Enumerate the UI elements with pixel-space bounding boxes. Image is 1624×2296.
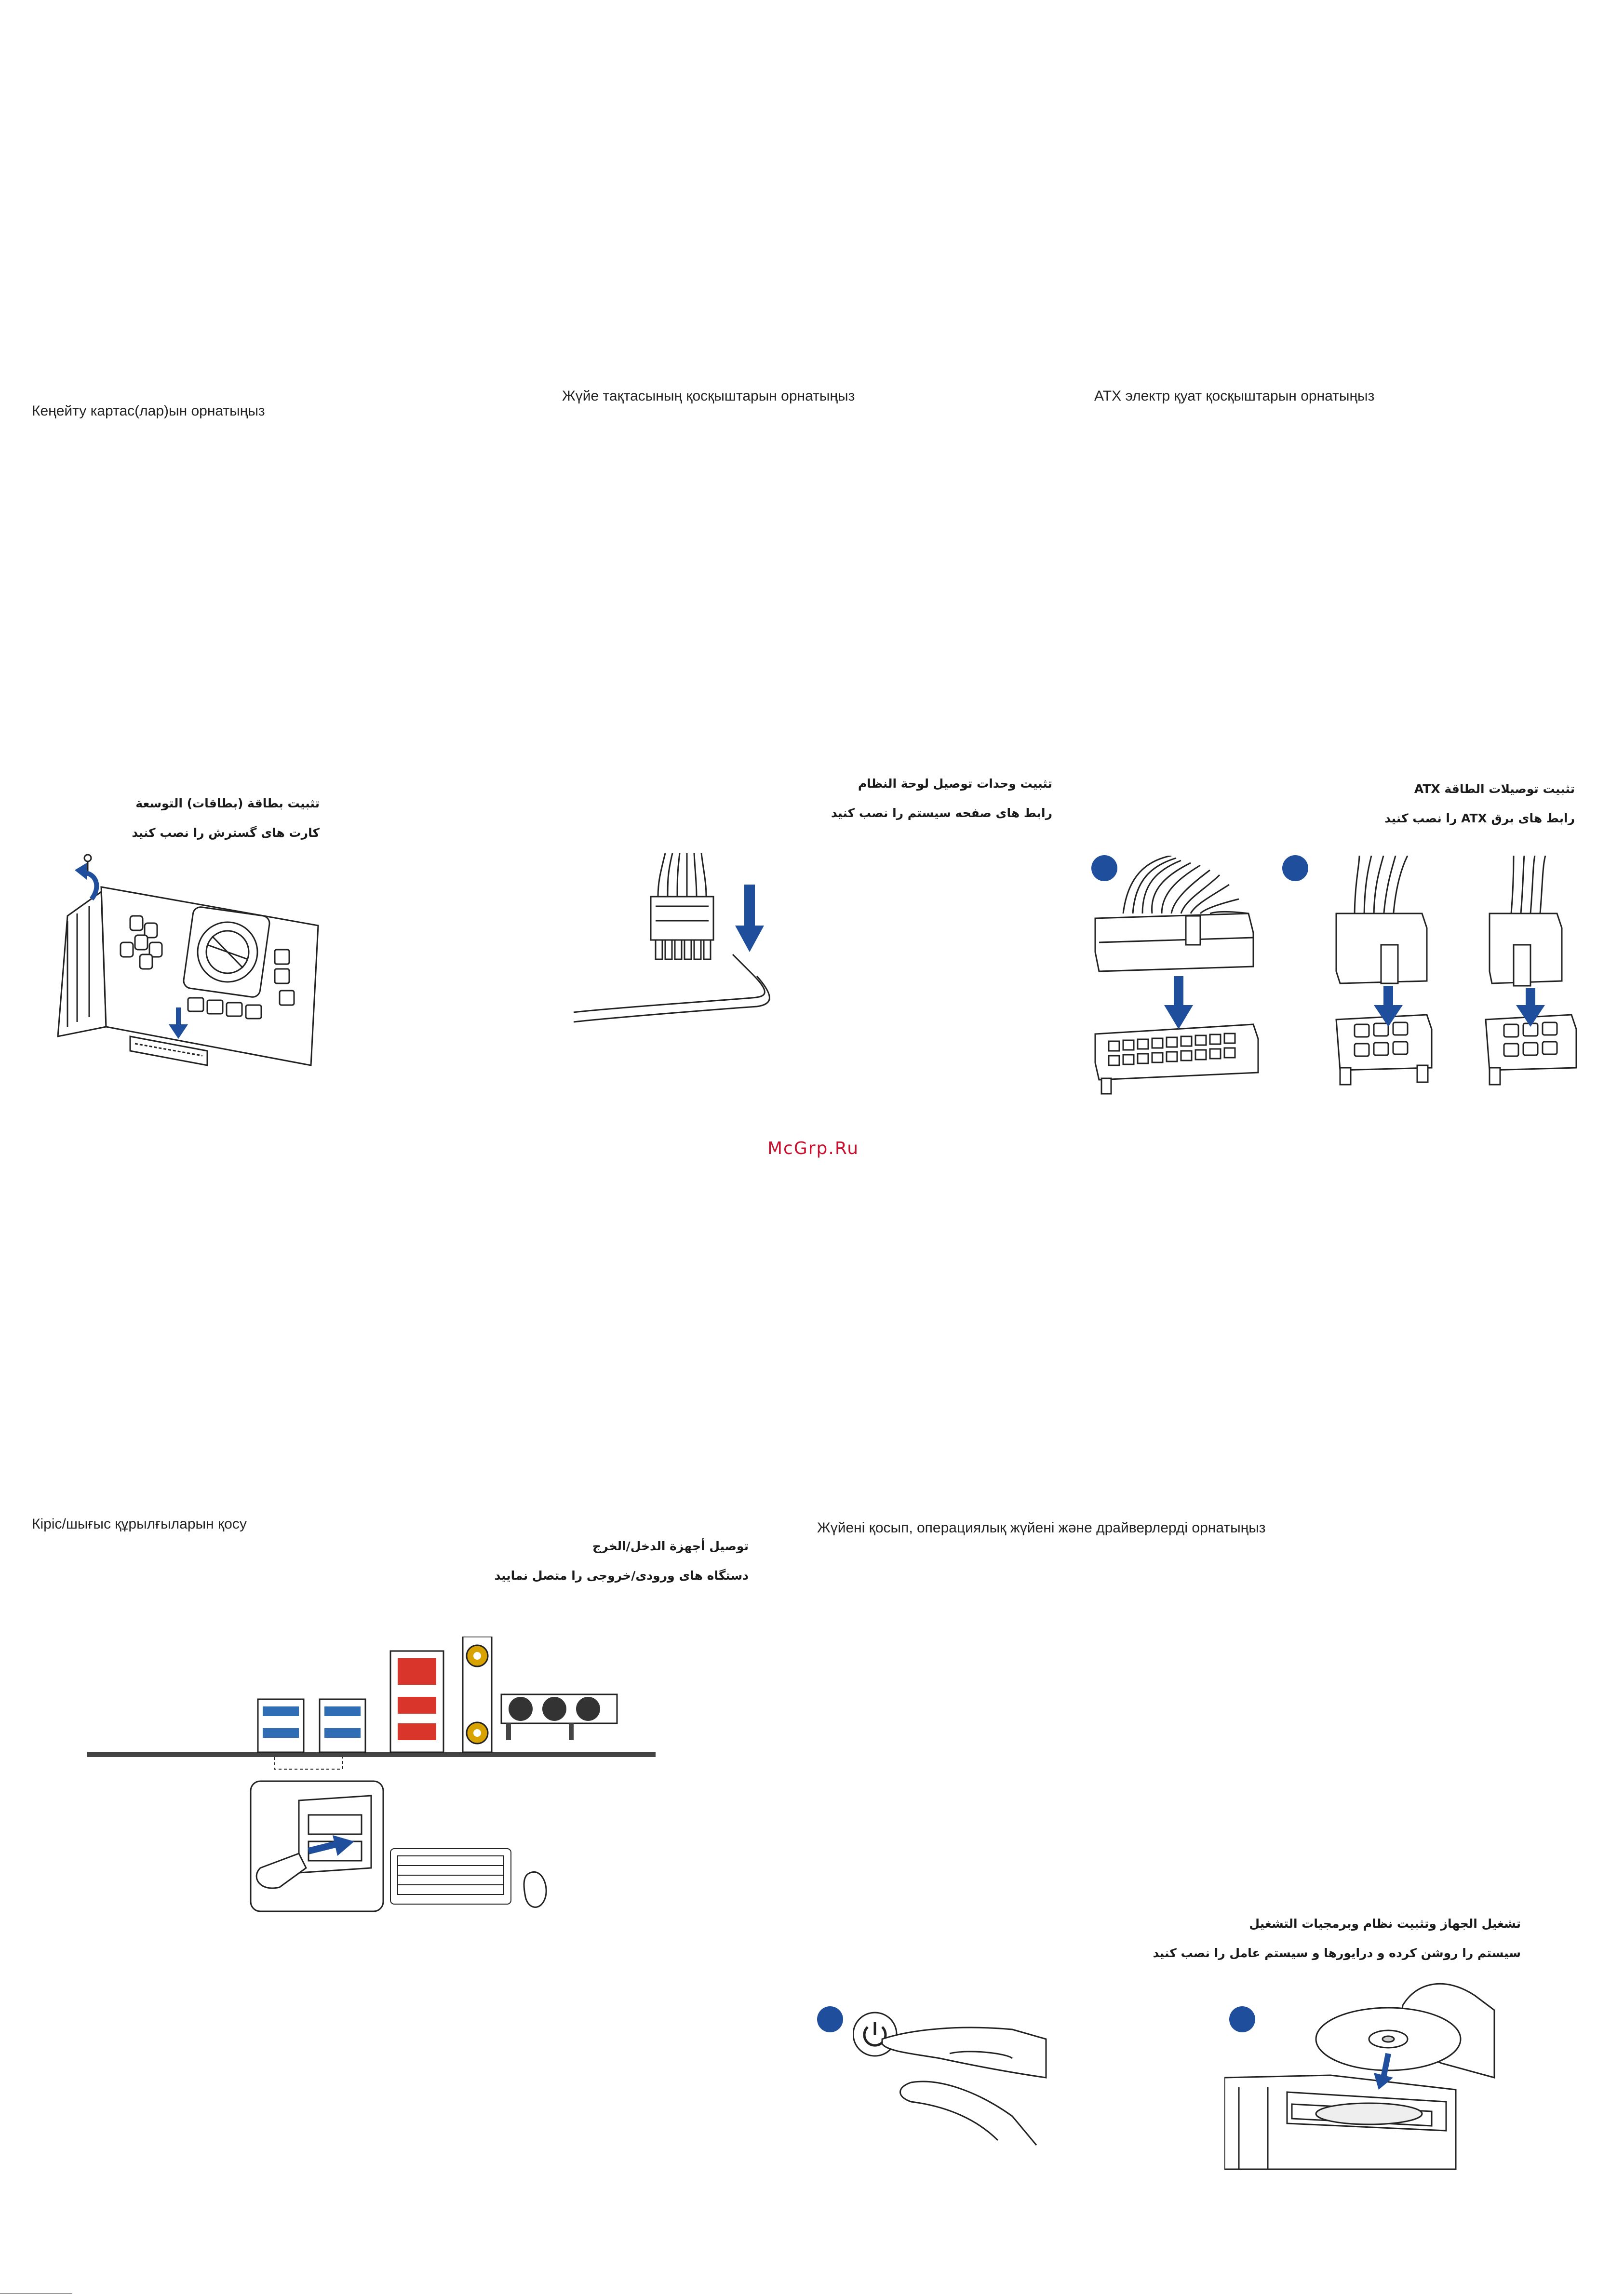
atx-power-kz-title: ATX электр қуат қосқыштарын орнатыңыз xyxy=(1094,388,1375,404)
power-button-illustration xyxy=(853,2001,1056,2160)
atx-8pin-illustration-b xyxy=(1485,856,1586,1106)
expansion-fa-title: كارت های گسترش را نصب كنيد xyxy=(132,826,320,840)
system-panel-illustration xyxy=(569,853,781,1046)
system-panel-fa-title: رابط های صفحه سيستم را نصب كنيد xyxy=(831,806,1052,820)
power-step-2-marker xyxy=(1228,2005,1256,2033)
footer-rule-left xyxy=(0,2293,72,2294)
io-devices-fa-title: دستگاه های ورودی/خروجی را متصل نماييد xyxy=(494,1569,749,1583)
expansion-kz-title: Кеңейту картас(лар)ын орнатыңыз xyxy=(32,403,265,419)
power-on-ar-title: تشغيل الجهاز وتثبيت نظام وبرمجيات التشغي… xyxy=(1249,1917,1521,1931)
expansion-card-illustration xyxy=(48,853,328,1094)
atx-step-1-marker: 1 xyxy=(1090,854,1118,882)
atx-8pin-illustration-a xyxy=(1335,856,1446,1106)
system-panel-ar-title: تثبيت وحدات توصيل لوحة النظام xyxy=(858,777,1052,791)
atx-power-fa-title: رابط های برق ATX را نصب كنيد xyxy=(1384,811,1575,825)
power-on-fa-title: سيستم را روشن كرده و درايورها و سيستم عا… xyxy=(1153,1946,1521,1960)
optical-drive-illustration xyxy=(1224,1981,1514,2174)
watermark: McGrp.Ru xyxy=(767,1139,859,1158)
power-step-1-marker xyxy=(816,2005,844,2033)
power-on-kz-title: Жүйені қосып, операциялық жүйені және др… xyxy=(817,1520,1266,1536)
svg-text:1: 1 xyxy=(1104,871,1105,873)
atx-power-ar-title: تثبيت توصيلات الطاقة ATX xyxy=(1414,782,1575,796)
io-panel-illustration xyxy=(87,1637,656,1916)
system-panel-kz-title: Жүйе тақтасының қосқыштарын орнатыңыз xyxy=(562,388,855,404)
io-devices-kz-title: Кіріс/шығыс құрылғыларын қосу xyxy=(32,1516,247,1532)
atx-step-2-marker xyxy=(1281,854,1309,882)
io-devices-ar-title: توصيل أجهزة الدخل/الخرج xyxy=(592,1539,749,1553)
atx-24pin-illustration xyxy=(1094,856,1263,1106)
expansion-ar-title: تثبيت بطاقة (بطاقات) التوسعة xyxy=(135,796,320,810)
